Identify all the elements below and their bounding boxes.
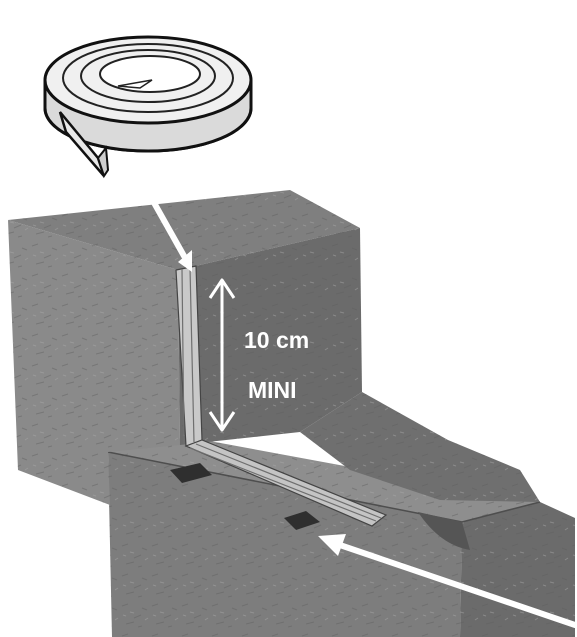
roll-to-strip-arrow (145, 189, 192, 272)
waterstop-roll (43, 35, 253, 179)
fixing-pad-right (284, 511, 320, 530)
dimension-arrow (208, 278, 236, 432)
dimension-qualifier-label: MINI (248, 377, 297, 403)
fixing-pad-left (170, 463, 212, 483)
foundation-pointer-arrow (318, 534, 577, 628)
dimension-value-label: 10 cm (244, 327, 310, 353)
